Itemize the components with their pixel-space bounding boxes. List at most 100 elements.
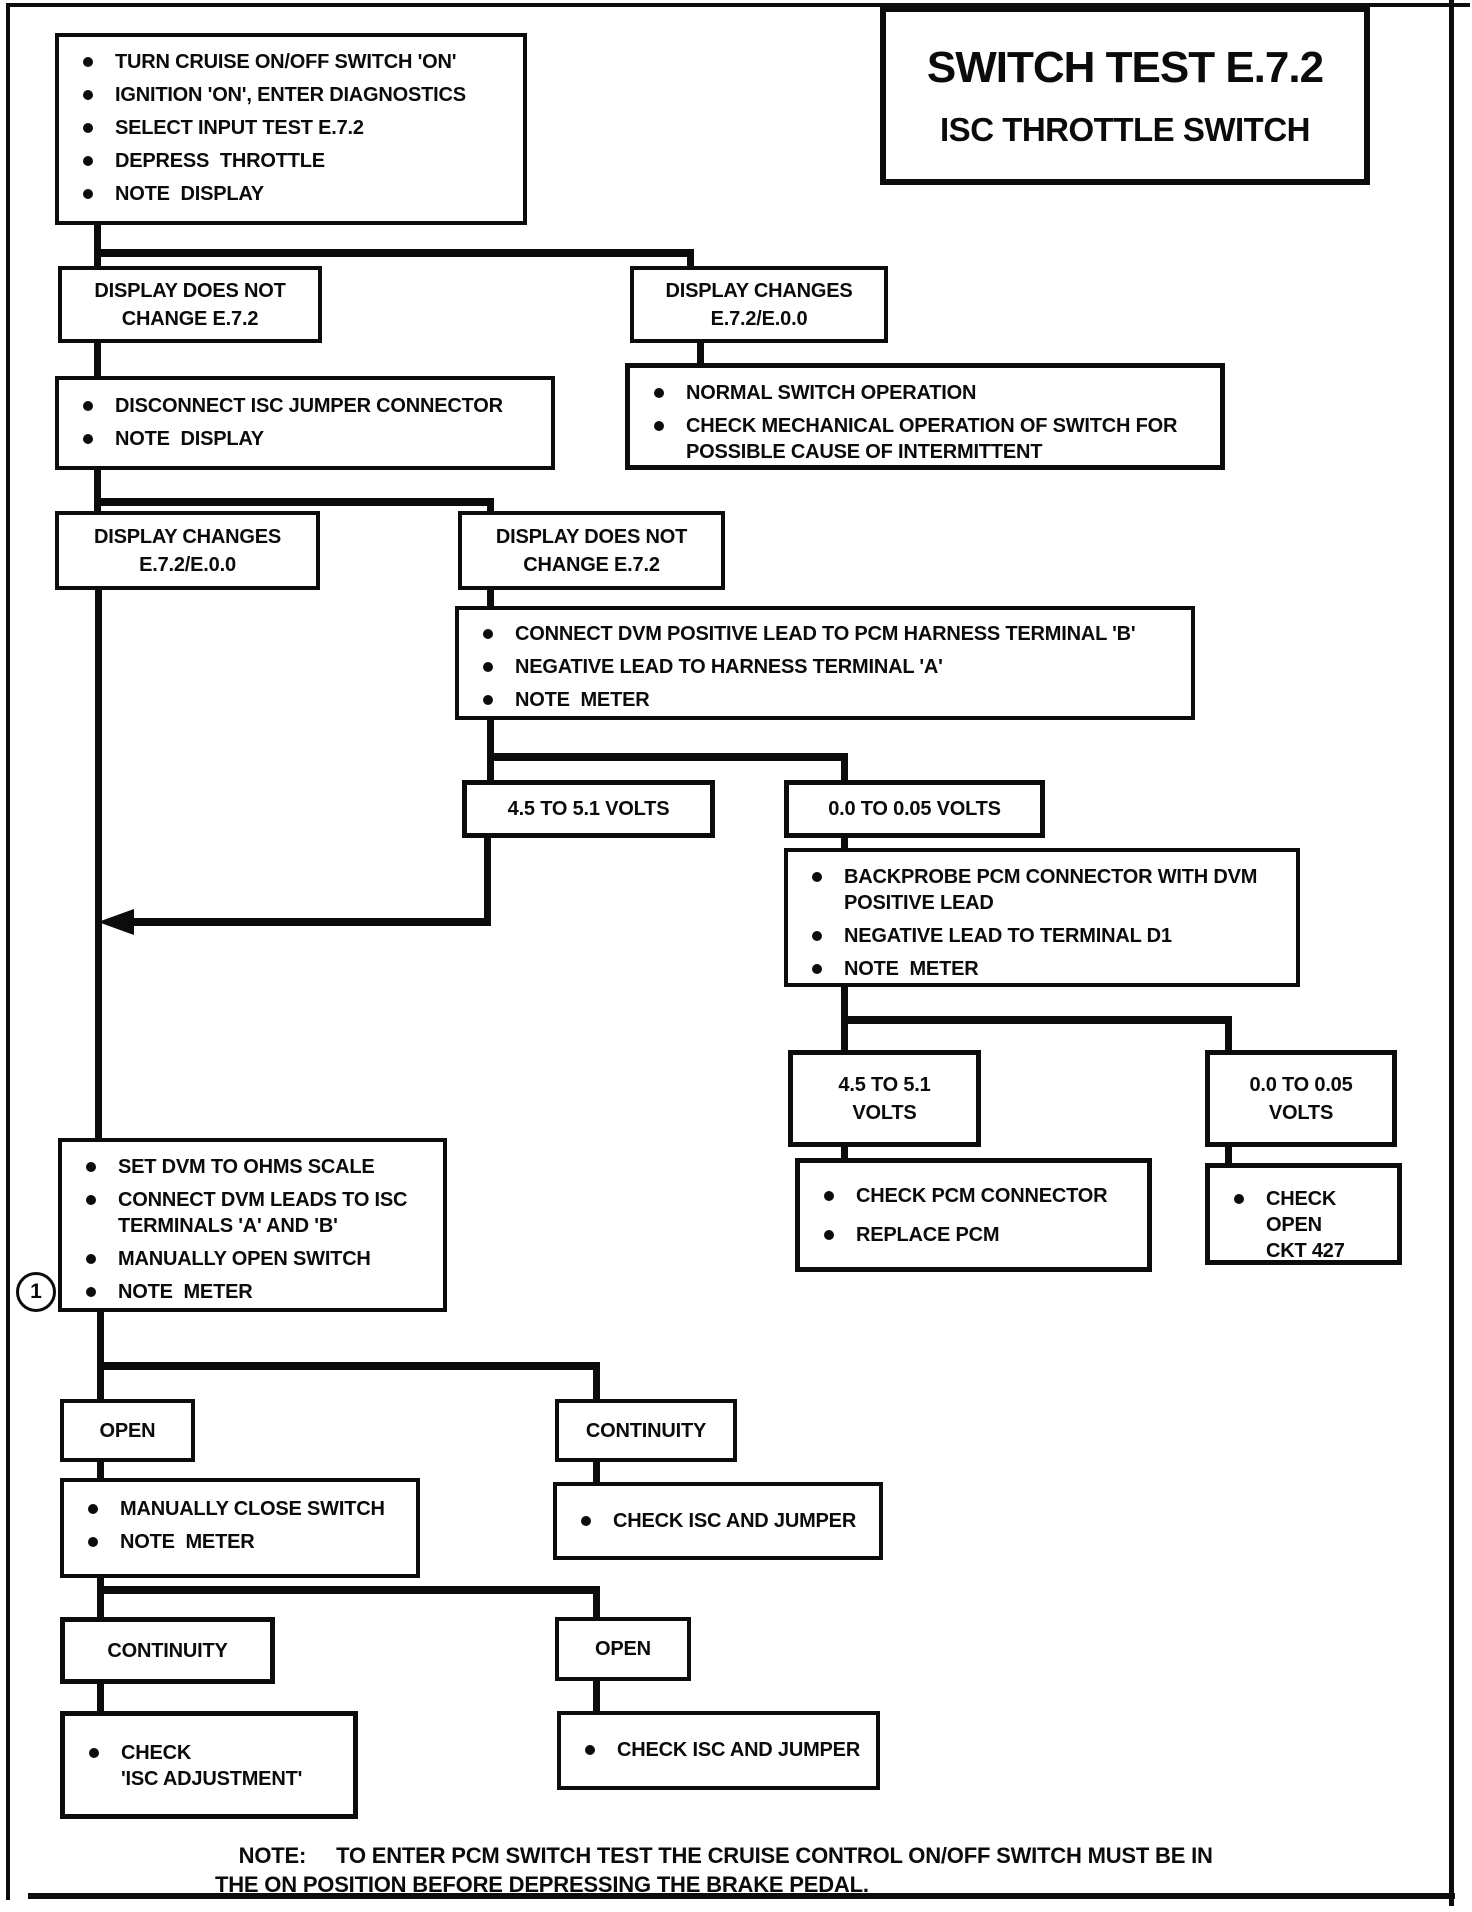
flow-line xyxy=(94,468,101,513)
branch-continuity-1: CONTINUITY xyxy=(555,1399,737,1462)
branch-volts-45-51-b: 4.5 TO 5.1 VOLTS xyxy=(788,1050,981,1147)
page-border-top xyxy=(8,3,1470,7)
flow-line xyxy=(1225,1016,1232,1052)
branch-continuity-2: CONTINUITY xyxy=(60,1617,275,1684)
branch-label: DISPLAY CHANGES E.7.2/E.0.0 xyxy=(665,279,853,330)
box-check-isc-jumper-2: CHECK ISC AND JUMPER xyxy=(557,1711,880,1790)
flow-line xyxy=(841,836,848,850)
box-backprobe: BACKPROBE PCM CONNECTOR WITH DVM POSITIV… xyxy=(784,848,1300,987)
instruction-step: MANUALLY CLOSE SWITCH xyxy=(64,1496,416,1522)
box-set-dvm: SET DVM TO OHMS SCALE CONNECT DVM LEADS … xyxy=(58,1138,447,1312)
instruction-step: NOTE METER xyxy=(788,956,1296,982)
flow-line xyxy=(97,1586,600,1594)
instruction-step: NOTE DISPLAY xyxy=(59,181,523,207)
flow-line xyxy=(593,1586,600,1619)
instruction-step: NOTE DISPLAY xyxy=(59,426,551,452)
branch-display-changes-2: DISPLAY CHANGES E.7.2/E.0.0 xyxy=(55,511,320,590)
branch-open-2: OPEN xyxy=(555,1617,691,1681)
branch-display-does-not-change-1: DISPLAY DOES NOT CHANGE E.7.2 xyxy=(58,266,322,343)
instruction-step: TURN CRUISE ON/OFF SWITCH 'ON' xyxy=(59,49,523,75)
flow-line-return xyxy=(484,836,491,924)
box-check-pcm: CHECK PCM CONNECTOR REPLACE PCM xyxy=(795,1158,1152,1272)
instruction-text: NORMAL SWITCH OPERATION xyxy=(686,382,977,404)
instruction-step: CONNECT DVM POSITIVE LEAD TO PCM HARNESS… xyxy=(459,621,1191,647)
instruction-step: NEGATIVE LEAD TO TERMINAL D1 xyxy=(788,923,1296,949)
instruction-text: NEGATIVE LEAD TO TERMINAL D1 xyxy=(844,925,1172,947)
callout-1-badge: 1 xyxy=(16,1272,56,1312)
instruction-text: DEPRESS THROTTLE xyxy=(115,150,325,172)
footer-note: NOTE:TO ENTER PCM SWITCH TEST THE CRUISE… xyxy=(215,1812,1285,1912)
instruction-text: NOTE METER xyxy=(120,1531,255,1553)
instruction-text: CHECK ISC AND JUMPER xyxy=(617,1739,861,1761)
instruction-step: SET DVM TO OHMS SCALE xyxy=(62,1154,443,1180)
flow-line xyxy=(841,1145,848,1160)
branch-label: 0.0 TO 0.05 VOLTS xyxy=(1249,1073,1353,1124)
box-connect-dvm: CONNECT DVM POSITIVE LEAD TO PCM HARNESS… xyxy=(455,606,1195,720)
page-border-left xyxy=(6,3,10,1900)
instruction-step: DISCONNECT ISC JUMPER CONNECTOR xyxy=(59,393,551,419)
flow-line xyxy=(97,1576,104,1621)
instruction-step: REPLACE PCM xyxy=(800,1222,1147,1248)
flow-line xyxy=(487,753,848,761)
branch-label: DISPLAY DOES NOT CHANGE E.7.2 xyxy=(495,525,688,576)
flow-line xyxy=(593,1679,600,1713)
instruction-step: CHECK MECHANICAL OPERATION OF SWITCH FOR… xyxy=(630,413,1220,465)
instruction-text: NOTE DISPLAY xyxy=(115,428,264,450)
instruction-step: IGNITION 'ON', ENTER DIAGNOSTICS xyxy=(59,82,523,108)
instruction-text: TURN CRUISE ON/OFF SWITCH 'ON' xyxy=(115,51,457,73)
flow-line xyxy=(1225,1145,1232,1165)
instruction-step: CHECK PCM CONNECTOR xyxy=(800,1183,1147,1209)
page-border-bottom xyxy=(28,1893,1455,1899)
instruction-step: CHECK OPEN CKT 427 xyxy=(1210,1186,1397,1264)
flow-line xyxy=(97,1362,600,1370)
flow-line xyxy=(97,1310,104,1401)
instruction-step: SELECT INPUT TEST E.7.2 xyxy=(59,115,523,141)
instruction-step: CHECK 'ISC ADJUSTMENT' xyxy=(65,1740,353,1792)
instruction-text: REPLACE PCM xyxy=(856,1224,1000,1246)
flow-line xyxy=(593,1461,600,1484)
box-disconnect-jumper: DISCONNECT ISC JUMPER CONNECTOR NOTE DIS… xyxy=(55,376,555,470)
instruction-step: NOTE METER xyxy=(64,1529,416,1555)
box-title: SWITCH TEST E.7.2 ISC THROTTLE SWITCH xyxy=(880,6,1370,185)
instruction-step: CHECK ISC AND JUMPER xyxy=(557,1508,879,1534)
instruction-text: NOTE METER xyxy=(844,958,979,980)
instruction-text: CHECK PCM CONNECTOR xyxy=(856,1185,1108,1207)
box-check-open-ckt: CHECK OPEN CKT 427 xyxy=(1205,1163,1402,1265)
box-check-isc-adjustment: CHECK 'ISC ADJUSTMENT' xyxy=(60,1711,358,1819)
flow-line xyxy=(687,249,694,269)
instruction-text: NOTE METER xyxy=(515,689,650,711)
flow-line xyxy=(593,1362,600,1401)
box-check-isc-jumper-1: CHECK ISC AND JUMPER xyxy=(553,1482,883,1560)
branch-label: DISPLAY CHANGES E.7.2/E.0.0 xyxy=(93,525,282,576)
flow-line xyxy=(94,498,494,506)
branch-volts-45-51-a: 4.5 TO 5.1 VOLTS xyxy=(462,780,715,838)
instruction-step: MANUALLY OPEN SWITCH xyxy=(62,1246,443,1272)
branch-label: DISPLAY DOES NOT CHANGE E.7.2 xyxy=(94,279,286,330)
branch-display-changes-1: DISPLAY CHANGES E.7.2/E.0.0 xyxy=(630,266,888,343)
flow-line xyxy=(94,224,101,272)
branch-open-1: OPEN xyxy=(60,1399,195,1462)
instruction-step: CHECK ISC AND JUMPER xyxy=(561,1737,876,1763)
branch-display-does-not-change-2: DISPLAY DOES NOT CHANGE E.7.2 xyxy=(458,511,725,590)
flow-line xyxy=(841,1016,1232,1024)
instruction-text: MANUALLY CLOSE SWITCH xyxy=(120,1498,385,1520)
branch-label: CONTINUITY xyxy=(585,1419,707,1442)
note-label: NOTE: xyxy=(238,1843,307,1869)
page-border-right xyxy=(1449,0,1454,1906)
instruction-step: NOTE METER xyxy=(62,1279,443,1305)
flow-line xyxy=(94,341,101,378)
instruction-step: BACKPROBE PCM CONNECTOR WITH DVM POSITIV… xyxy=(788,864,1296,916)
instruction-text: IGNITION 'ON', ENTER DIAGNOSTICS xyxy=(115,84,466,106)
instruction-text: SELECT INPUT TEST E.7.2 xyxy=(115,117,364,139)
instruction-text: NEGATIVE LEAD TO HARNESS TERMINAL 'A' xyxy=(515,656,943,678)
branch-label: 4.5 TO 5.1 VOLTS xyxy=(507,798,670,820)
box-normal-operation: NORMAL SWITCH OPERATION CHECK MECHANICAL… xyxy=(625,363,1225,470)
callout-number: 1 xyxy=(30,1280,42,1303)
instruction-text: NOTE DISPLAY xyxy=(115,183,264,205)
box-start-instructions: TURN CRUISE ON/OFF SWITCH 'ON' IGNITION … xyxy=(55,33,527,225)
instruction-text: CHECK 'ISC ADJUSTMENT' xyxy=(121,1742,303,1790)
instruction-text: CHECK MECHANICAL OPERATION OF SWITCH FOR… xyxy=(686,415,1178,463)
flow-line xyxy=(487,588,494,608)
box-manually-close: MANUALLY CLOSE SWITCH NOTE METER xyxy=(60,1478,420,1578)
